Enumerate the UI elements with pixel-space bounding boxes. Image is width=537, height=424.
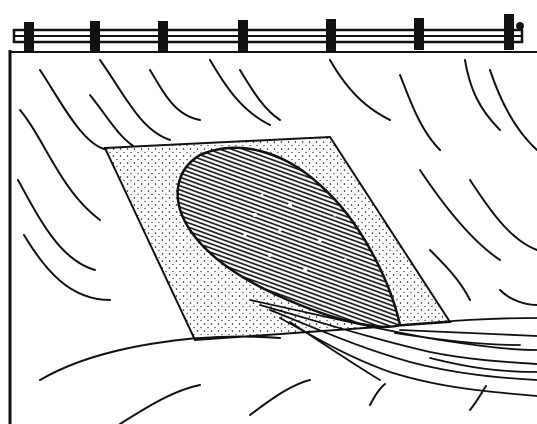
scale-tick [238,20,248,51]
scale-tick [158,21,168,51]
scale-bar [14,14,524,51]
scale-tick [504,14,514,50]
scale-tick [414,18,424,50]
scale-tick [90,21,100,51]
scale-tick [24,22,34,51]
scale-tick [326,19,336,51]
